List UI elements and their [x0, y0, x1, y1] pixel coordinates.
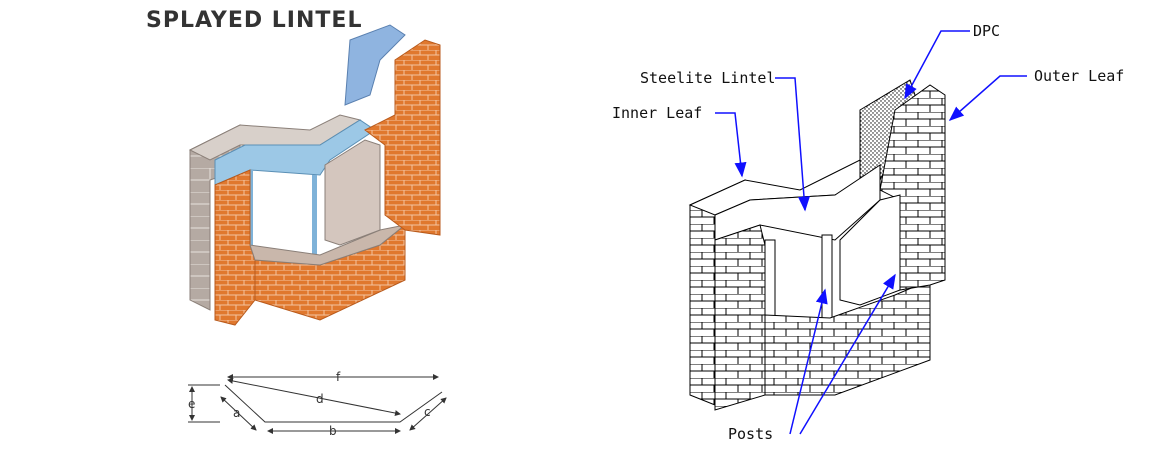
dim-label-f: f	[336, 370, 341, 384]
dim-d-line	[227, 378, 401, 416]
outer-leaf-left	[714, 224, 766, 411]
lintel-upstand	[344, 24, 406, 106]
leader-posts-left	[789, 288, 828, 435]
leader-steelite-lintel	[775, 77, 810, 212]
sill-course	[249, 224, 406, 266]
dim-label-a: a	[233, 406, 240, 420]
dim-label-c: c	[424, 405, 431, 419]
dim-label-b: b	[329, 424, 337, 438]
splayed-lintel-line-drawing	[688, 79, 946, 411]
window-post-right	[312, 175, 317, 260]
dim-a-line	[220, 396, 257, 431]
page-title: SPLAYED LINTEL	[146, 8, 363, 33]
dimension-diagram	[188, 374, 447, 434]
leader-dpc	[904, 30, 970, 100]
leader-outer-leaf	[948, 75, 1027, 121]
lintel-plan-outline	[224, 384, 443, 423]
leader-inner-leaf	[715, 112, 747, 178]
dim-e-extensions	[188, 384, 220, 423]
label-outer-leaf: Outer Leaf	[1034, 67, 1124, 85]
label-inner-leaf: Inner Leaf	[612, 104, 702, 122]
splayed-lintel-illustration	[188, 24, 441, 326]
dim-c-line	[409, 397, 447, 431]
label-posts: Posts	[728, 425, 773, 443]
reveal-blocks	[324, 139, 381, 246]
leader-posts-right	[799, 273, 896, 435]
leader-lines	[715, 30, 1027, 435]
outer-leaf-right	[879, 84, 946, 291]
outer-leaf-brick-left	[214, 169, 256, 326]
dim-label-e: e	[188, 397, 195, 411]
label-steelite-lintel: Steelite Lintel	[640, 69, 775, 87]
outer-leaf-brick-right	[364, 39, 441, 236]
dim-label-d: d	[316, 392, 324, 406]
label-dpc: DPC	[973, 22, 1000, 40]
